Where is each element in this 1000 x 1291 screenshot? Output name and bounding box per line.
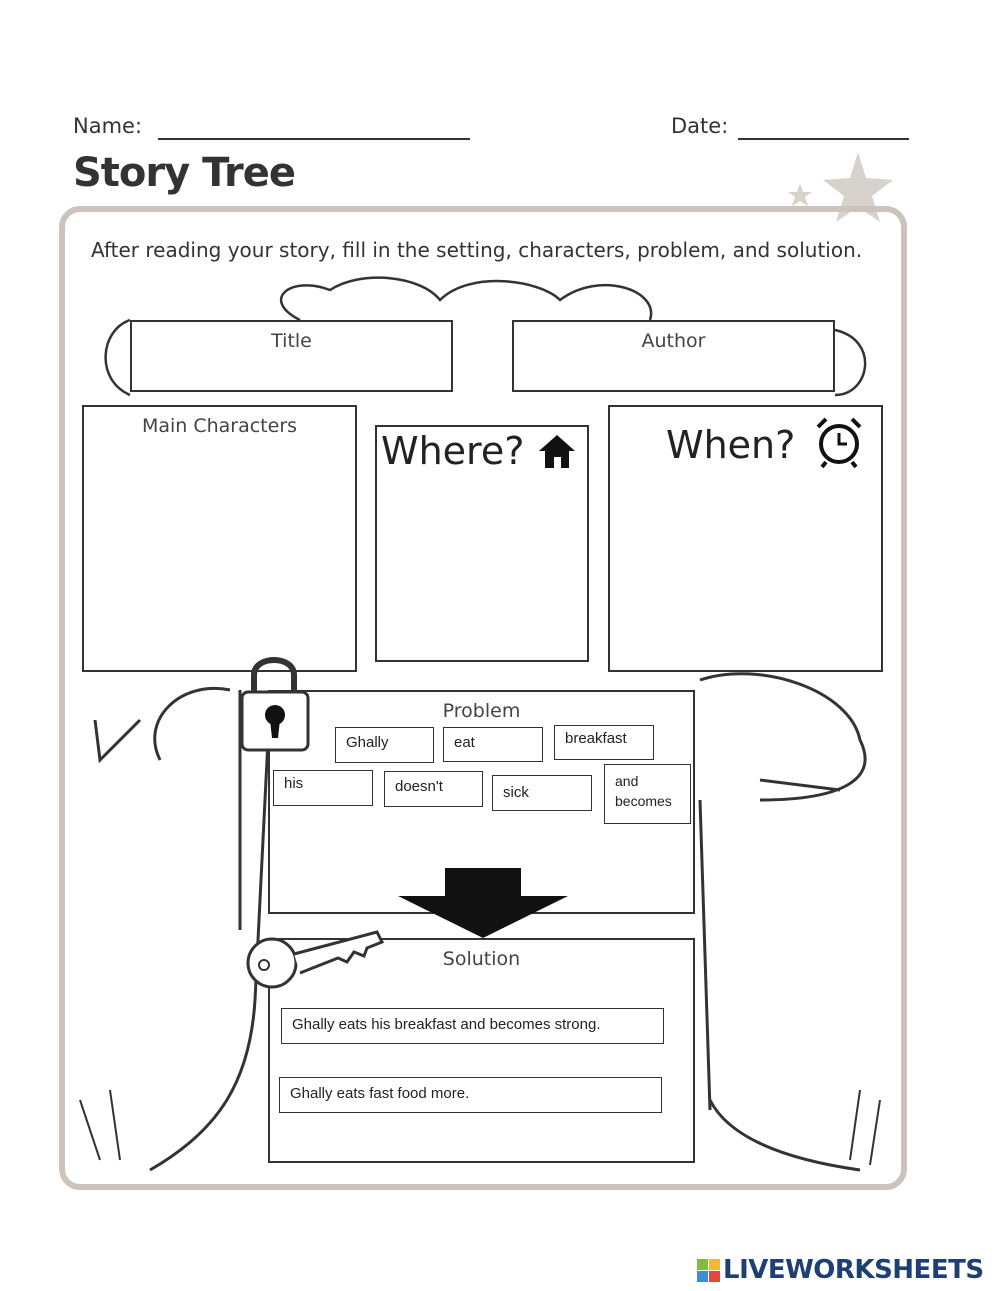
word-tile[interactable]: eat xyxy=(443,727,543,762)
date-input[interactable] xyxy=(738,114,909,140)
word-tile[interactable]: sick xyxy=(492,775,592,811)
word-tile[interactable]: his xyxy=(273,770,373,806)
solution-option[interactable]: Ghally eats fast food more. xyxy=(279,1077,662,1113)
liveworksheets-logo: LIVEWORKSHEETS xyxy=(697,1255,984,1285)
word-tile[interactable]: Ghally xyxy=(335,727,434,763)
when-label: When? xyxy=(666,423,796,467)
when-box[interactable]: When? xyxy=(608,405,883,672)
name-input[interactable] xyxy=(158,114,470,140)
alarm-clock-icon xyxy=(816,417,862,469)
name-label: Name: xyxy=(73,114,143,138)
problem-label: Problem xyxy=(442,700,521,722)
author-label: Author xyxy=(641,330,706,352)
main-characters-box[interactable]: Main Characters xyxy=(82,405,357,672)
live-logo-icon xyxy=(697,1258,720,1282)
word-tile[interactable]: and becomes xyxy=(604,764,691,824)
down-arrow-icon xyxy=(398,868,568,938)
word-tile[interactable]: doesn't xyxy=(384,771,483,807)
where-box[interactable]: Where? xyxy=(375,425,589,662)
padlock-icon xyxy=(240,657,310,752)
house-icon xyxy=(539,435,575,468)
key-icon xyxy=(246,930,385,989)
logo-text: LIVEWORKSHEETS xyxy=(723,1255,984,1285)
star-icon xyxy=(788,152,893,222)
solution-option[interactable]: Ghally eats his breakfast and becomes st… xyxy=(281,1008,664,1044)
main-characters-label: Main Characters xyxy=(141,415,298,437)
where-label: Where? xyxy=(381,429,525,473)
solution-box: Solution xyxy=(268,938,695,1163)
solution-label: Solution xyxy=(442,948,521,970)
date-label: Date: xyxy=(671,114,729,138)
title-box[interactable]: Title xyxy=(130,320,453,392)
instructions: After reading your story, fill in the se… xyxy=(91,238,863,262)
author-box[interactable]: Author xyxy=(512,320,835,392)
word-tile[interactable]: breakfast xyxy=(554,725,654,760)
title-label: Title xyxy=(271,330,312,352)
page-title: Story Tree xyxy=(73,150,296,196)
